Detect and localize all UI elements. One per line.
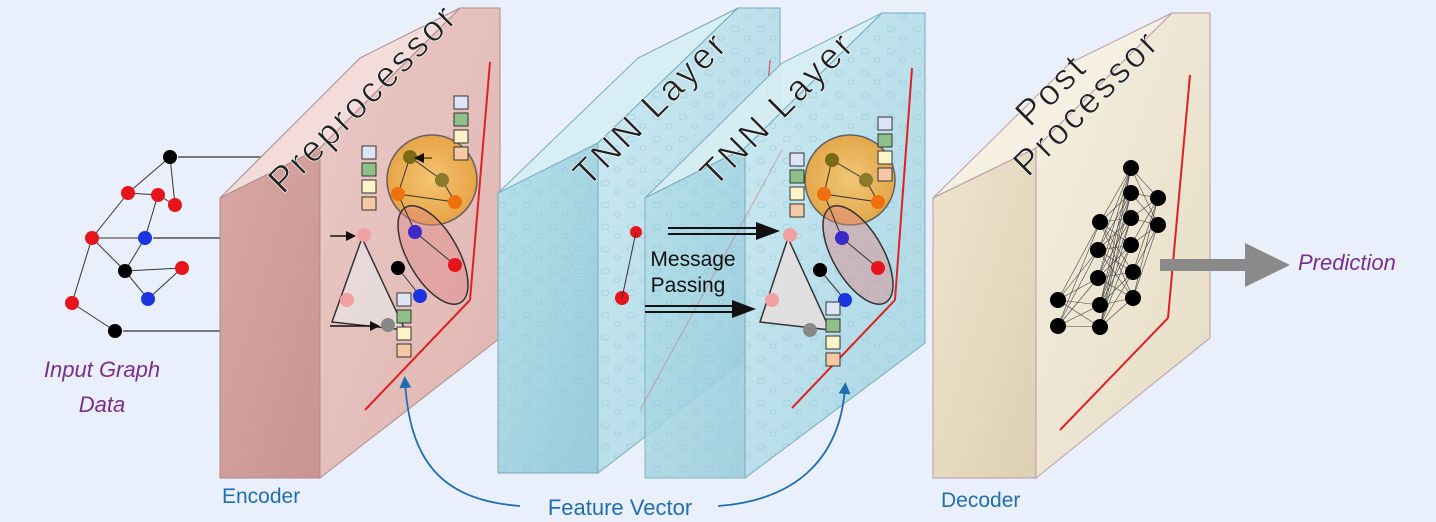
mlp-edge [1099,167,1132,223]
mlp-node [1092,214,1108,230]
cell-node [871,195,885,209]
cell-node [435,173,449,187]
mlp-edge [1099,244,1132,306]
mlp-node [1050,292,1066,308]
mlp-node [1150,217,1166,233]
cell-node [340,293,354,307]
cell-node [803,323,817,337]
graph-node [175,261,189,275]
feature-vector-stack [396,292,412,358]
mlp-edge [1057,221,1101,327]
mlp-node [1050,318,1066,334]
mlp-edge [1132,197,1159,299]
graph-node [141,292,155,306]
feature-vector-stack [789,152,805,218]
encoder-label: Encoder [222,485,300,508]
mlp-edge [1057,249,1099,301]
cell-node [871,261,885,275]
mlp-edge [1132,224,1159,299]
cell-node [391,261,405,275]
message-passing-label: Message [650,248,735,271]
graph-node [151,188,165,202]
graph-node [121,186,135,200]
cell-node [835,231,849,245]
cell-node [859,173,873,187]
mlp-node [1125,264,1141,280]
mlp-edge [1097,167,1132,251]
mlp-edge [1099,244,1132,328]
mlp-edge [1057,299,1101,328]
mlp-edge [1132,197,1159,273]
cell-node [381,318,395,332]
mlp-edge [1097,167,1132,279]
mlp-edge [1057,249,1099,327]
decoder-block: Post Processor [932,12,1211,480]
input-graph-label-line2: Data [79,392,125,417]
feature-vector-label: Feature Vector [548,495,692,520]
graph-node [108,324,122,338]
mlp-edge [1057,221,1101,301]
mlp-node [1090,270,1106,286]
cell-node [403,150,417,164]
decoder-front-face [932,147,1037,479]
mlp-node [1125,290,1141,306]
mlp-edge [1057,277,1099,327]
mlp-node [1123,237,1139,253]
prediction-label: Prediction [1298,250,1396,275]
message-passing-arrows [645,222,780,318]
cell-node [408,225,422,239]
mlp-edge [1097,192,1132,279]
mlp-node [1090,242,1106,258]
graph-node [168,198,182,212]
message-passing-label-line2: Passing [651,274,726,297]
feature-vector-stack [453,95,469,161]
graph-node [138,231,152,245]
cell-node [783,228,797,242]
encoder-red-line [469,61,491,301]
cell-node [838,293,852,307]
mlp-edge [1099,221,1134,299]
graph-node [65,296,79,310]
mlp-node [1123,185,1139,201]
cell-node [357,228,371,242]
encoder-front-face [219,147,321,479]
mlp-edge [1099,217,1132,306]
graph-node [85,231,99,245]
mlp-edge [1099,271,1134,328]
mlp-node [1150,190,1166,206]
mlp-node [1123,160,1139,176]
feature-vector-stack [877,116,893,182]
prediction-arrow [1160,243,1290,287]
mlp-edge [1097,217,1132,279]
cell-node [448,195,462,209]
mlp-edge [1130,197,1159,246]
cell-node [817,187,831,201]
graph-node [118,264,132,278]
triangle-cell [758,235,832,331]
feature-vector-curve-left [399,376,521,507]
encoder-block: Preprocessor [219,0,501,480]
feature-vector-stack [361,145,377,211]
mlp-node [1092,319,1108,335]
decoder-label: Decoder [941,489,1020,512]
input-graph: Input Graph Data [44,150,262,417]
cell-node [391,187,405,201]
cell-node [765,293,779,307]
cell-node [825,153,839,167]
mlp-network [1050,160,1166,335]
pink-cell [822,205,894,305]
input-graph-nodes [65,150,189,338]
feature-vector-stack [825,301,841,367]
graph-node [163,150,177,164]
input-graph-label: Input Graph [44,357,160,382]
cell-node [448,258,462,272]
mlp-node [1123,210,1139,226]
cell-node [413,289,427,303]
mlp-node [1092,297,1108,313]
feature-vector-curve-right [717,382,851,507]
mlp-edge [1097,192,1132,251]
cell-node [813,263,827,277]
